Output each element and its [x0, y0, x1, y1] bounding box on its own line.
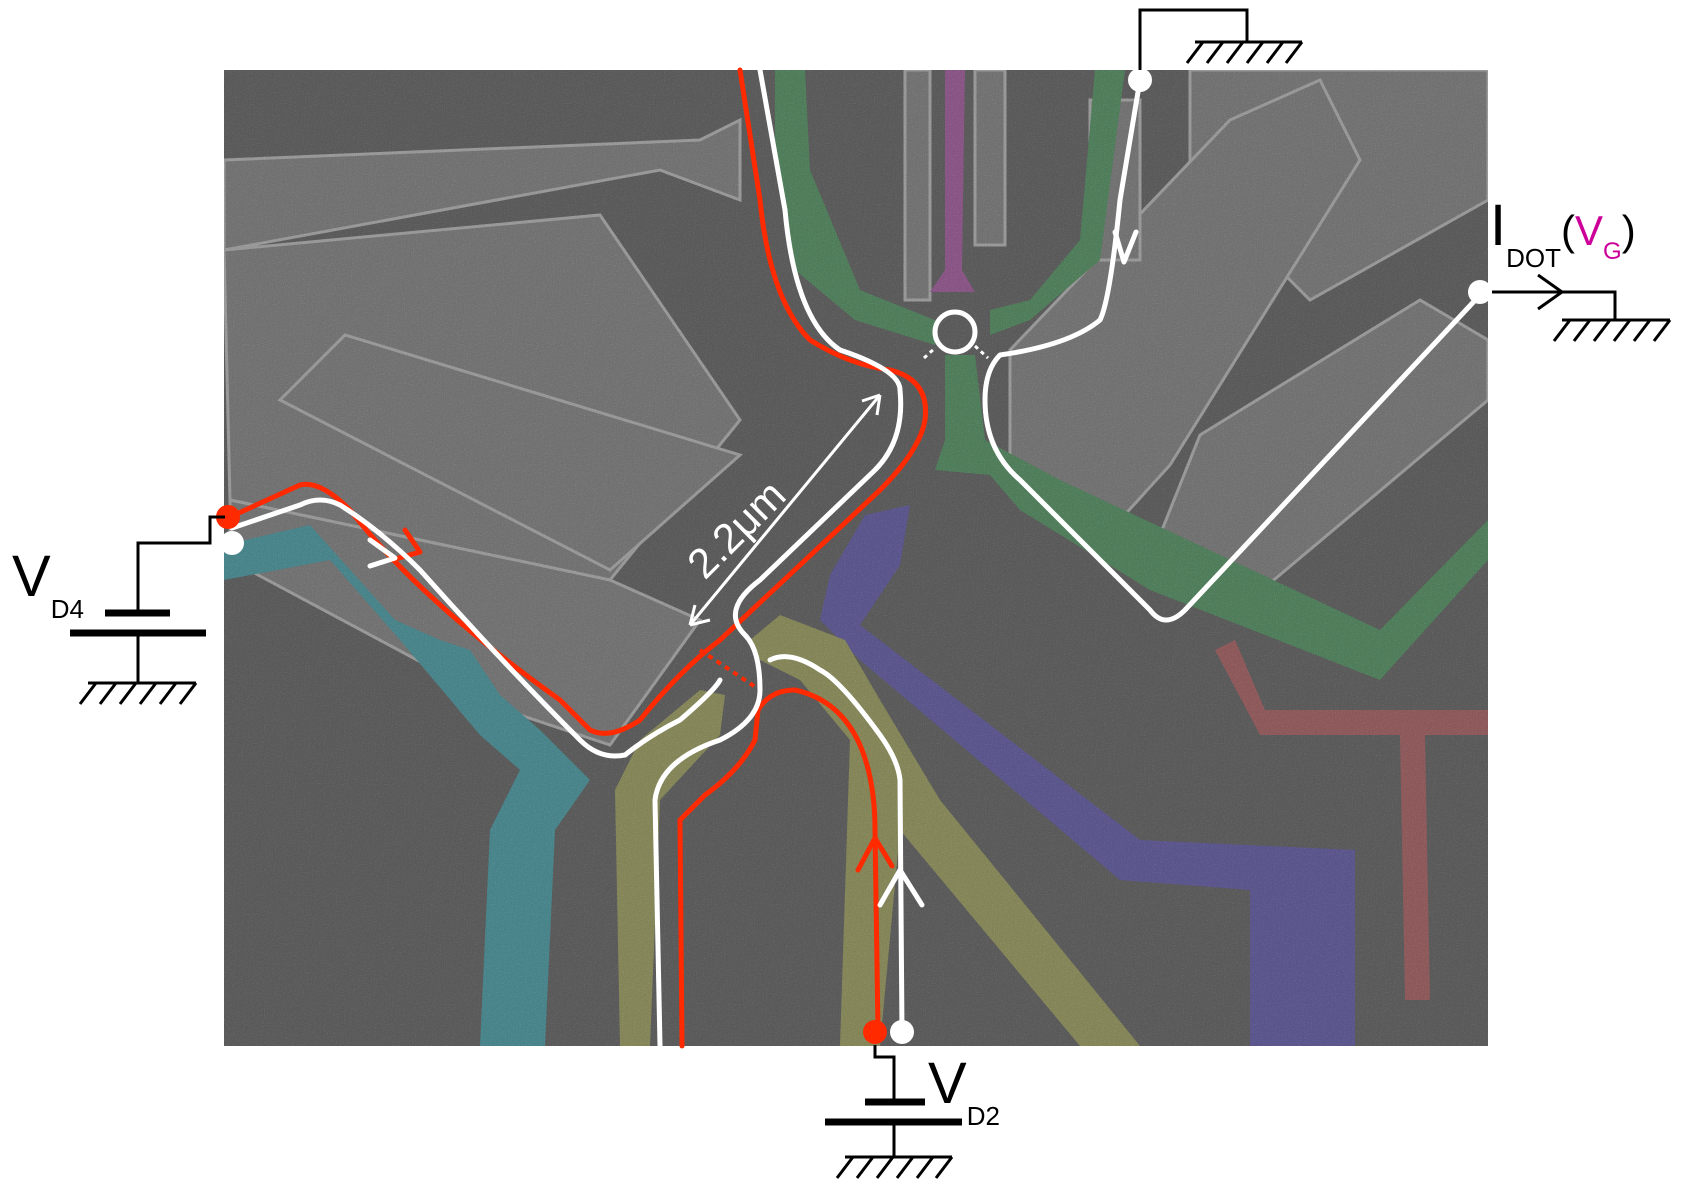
dot-tunnel-left [922, 346, 937, 360]
red-dotted-link [698, 648, 762, 692]
vd4-ground-symbol [78, 681, 198, 705]
idot-arrow [1537, 273, 1565, 311]
vd2-lead [873, 1045, 896, 1102]
contact-d2-red [863, 1020, 887, 1044]
contact-idot [1468, 280, 1492, 304]
vd2-ground-hatch [835, 1156, 954, 1179]
idot-lead [1492, 290, 1617, 320]
noise-overlay [224, 70, 1488, 1046]
red-path-bottom [677, 687, 881, 1049]
red-dotted-segment [698, 648, 762, 692]
scale-line [688, 394, 882, 626]
vd2-sub: D2 [966, 1101, 1000, 1131]
white-arrow-bottom [877, 867, 925, 908]
idot-sub: DOT [1506, 243, 1562, 273]
idot-main: I [1490, 193, 1507, 258]
scale-arrow-high [861, 393, 882, 416]
vd4-sub: D4 [50, 594, 84, 624]
label-idot: IDOT(VG) [1490, 197, 1636, 273]
white-edge-channel [229, 67, 1483, 1049]
external-circuit [70, 8, 1672, 1179]
white-arrow-left [367, 537, 398, 569]
white-path-left [652, 67, 904, 1049]
red-arrow-left [389, 527, 423, 563]
white-path-d4 [229, 497, 723, 759]
quantum-dot-ring [922, 309, 990, 360]
contact-d2-white [890, 1020, 914, 1044]
contact-top [1128, 68, 1152, 92]
vd2-ground-symbol [835, 1155, 954, 1179]
idot-ground-hatch [1552, 319, 1672, 342]
idot-close-paren: ) [1621, 207, 1636, 254]
vd4-ground-hatch [78, 682, 198, 705]
idot-gate-v: V [1575, 207, 1604, 254]
red-path-top [227, 67, 929, 736]
vd4-lead [136, 515, 225, 613]
contact-d4-red [216, 505, 240, 529]
idot-ground-symbol [1552, 318, 1672, 342]
idot-gate-sub: G [1603, 238, 1622, 265]
vd4-main: V [12, 544, 51, 609]
label-vd2: VD2 [928, 1055, 1000, 1131]
label-vd4: VD4 [12, 548, 84, 624]
white-path-d2 [767, 654, 905, 1035]
scale-bar [688, 393, 882, 627]
top-ground-symbol [1185, 40, 1304, 64]
white-arrow-top [1112, 229, 1139, 265]
red-edge-channel [227, 67, 929, 1049]
contact-d4-white [220, 531, 244, 555]
dot-tunnel-right [973, 344, 990, 360]
idot-open-paren: ( [1561, 207, 1576, 254]
contacts [216, 68, 1492, 1044]
scale-arrow-low [688, 604, 711, 627]
sem-micrograph [224, 70, 1488, 1046]
top-ground-hatch [1185, 41, 1304, 64]
vd2-main: V [928, 1051, 967, 1116]
dot-ring [932, 309, 978, 355]
white-path-right [982, 77, 1483, 623]
top-ground-lead [1138, 8, 1249, 70]
red-arrow-bottom [855, 835, 895, 873]
